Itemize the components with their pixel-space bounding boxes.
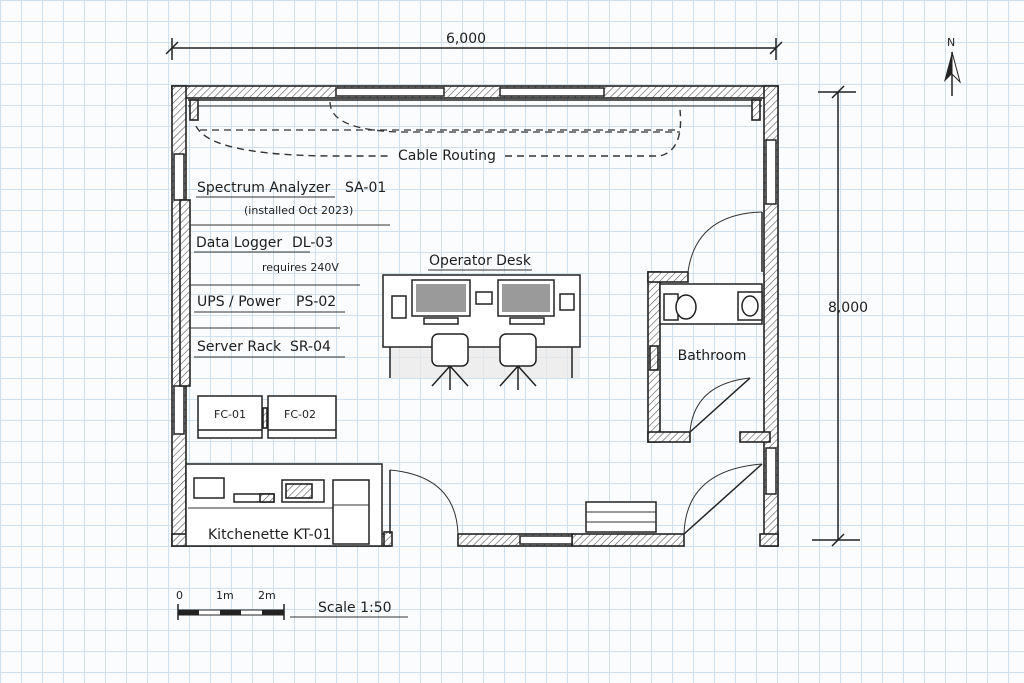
svg-text:1m: 1m — [216, 589, 234, 602]
scale-bar: 0 1m 2m Scale 1:50 — [176, 589, 408, 620]
equipment-rail — [179, 199, 191, 387]
north-arrow-icon: N — [944, 36, 961, 96]
spectrum-analyzer: Spectrum Analyzer SA-01 (installed Oct 2… — [190, 180, 390, 226]
file-cabinet-fc-02: FC-02 — [267, 395, 337, 439]
svg-text:Data Logger: Data Logger — [196, 235, 282, 251]
height-label: 8,000 — [828, 300, 868, 316]
svg-text:(installed Oct 2023): (installed Oct 2023) — [244, 204, 353, 217]
svg-text:SA-01: SA-01 — [345, 180, 386, 196]
operator-desk: Operator Desk — [382, 253, 581, 390]
svg-text:Spectrum Analyzer: Spectrum Analyzer — [197, 180, 330, 196]
svg-text:requires 240V: requires 240V — [262, 261, 339, 274]
ups-power: UPS / Power PS-02 — [190, 294, 345, 329]
side-door — [683, 463, 763, 535]
bathroom: Bathroom — [647, 211, 771, 443]
storage-shelf — [585, 501, 657, 533]
bathroom-label: Bathroom — [678, 348, 747, 364]
svg-text:FC-01: FC-01 — [214, 408, 246, 421]
svg-text:N: N — [947, 36, 955, 49]
width-label: 6,000 — [446, 31, 486, 47]
operator-desk-label: Operator Desk — [429, 253, 532, 269]
server-rack: Server Rack SR-04 — [194, 339, 345, 358]
scale-label: Scale 1:50 — [318, 600, 392, 616]
height-dimension: 8,000 — [812, 85, 868, 547]
svg-text:Server Rack: Server Rack — [197, 339, 282, 355]
chair-icon — [431, 333, 469, 390]
cable-routing: Cable Routing — [195, 101, 682, 164]
cable-routing-label: Cable Routing — [398, 148, 496, 164]
entry-door — [383, 469, 459, 547]
data-logger: Data Logger DL-03 requires 240V — [190, 235, 360, 286]
kitchenette: Kitchenette KT-01 — [185, 463, 383, 547]
svg-text:PS-02: PS-02 — [296, 294, 336, 310]
svg-text:0: 0 — [176, 589, 183, 602]
svg-text:2m: 2m — [258, 589, 276, 602]
svg-text:UPS / Power: UPS / Power — [197, 294, 281, 310]
width-dimension: 6,000 — [165, 31, 783, 60]
svg-text:DL-03: DL-03 — [292, 235, 333, 251]
svg-text:SR-04: SR-04 — [290, 339, 331, 355]
svg-text:FC-02: FC-02 — [284, 408, 316, 421]
kitchenette-label: Kitchenette KT-01 — [208, 527, 332, 543]
chair-icon — [499, 333, 537, 390]
file-cabinet-fc-01: FC-01 — [197, 395, 263, 439]
